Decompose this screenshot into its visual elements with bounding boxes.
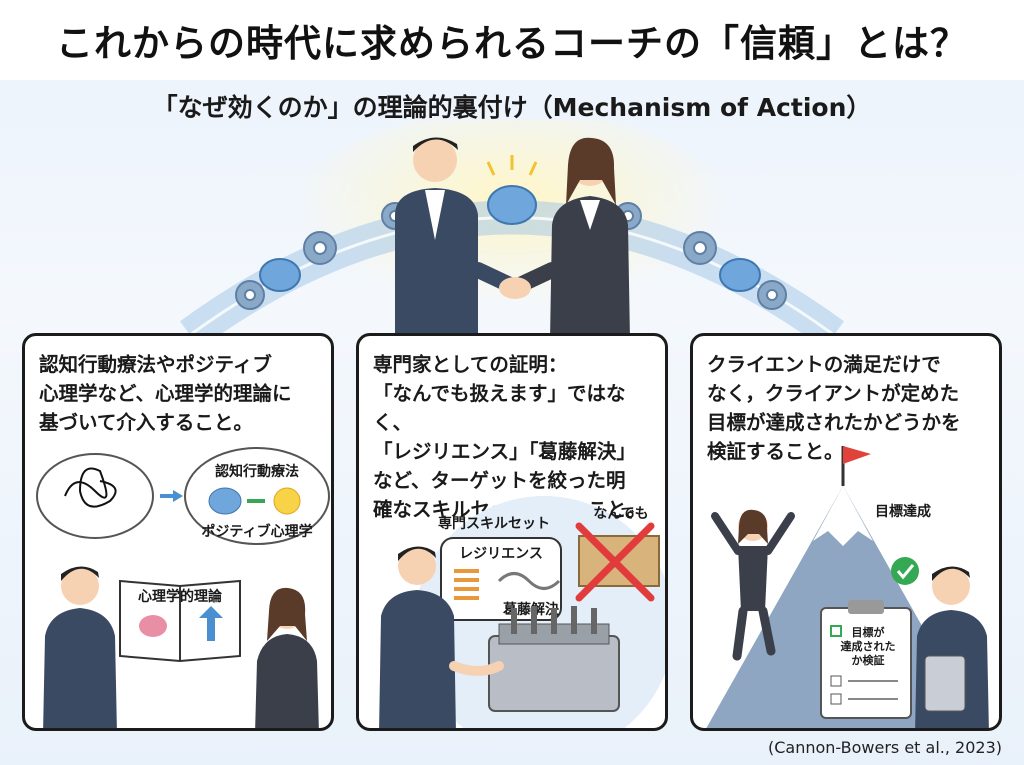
skillset-label: 専門スキルセット: [438, 515, 550, 532]
handshake: [470, 262, 560, 299]
brain-icon: [139, 615, 167, 637]
goal-label: 目標達成: [875, 503, 931, 520]
anything-label: なんでも: [593, 506, 648, 522]
panel-expertise-illustration: 専門スキルセット レジリエンス 葛藤解決 なんでも: [379, 496, 665, 728]
thought-bubble-tangled: [36, 453, 154, 539]
brain-icon: [259, 185, 761, 292]
panel-theory-illustration: 認知行動療法 ポジティブ心理学 心理学的理論: [36, 447, 330, 728]
tangle-icon: [64, 467, 117, 508]
arrow-up-icon: [199, 606, 223, 641]
panel-verification-text: クライエントの満足だけで なく，クライアントが定めた 目標が達成されたかどうかを…: [707, 353, 961, 463]
clipboard-line-1: 目標が: [852, 625, 885, 639]
panel-verification-illustration: 目標達成 目標が 達成された か検証: [706, 446, 989, 728]
page-title: これからの時代に求められるコーチの「信頼」とは？: [56, 22, 968, 65]
sparkle-icon: [486, 155, 538, 176]
panel-theory-text: 認知行動療法やポジティブ 心理学など、心理学的理論に 基づいて介入すること。: [39, 353, 292, 434]
toolbox-icon: [488, 635, 620, 712]
flag-icon: [843, 446, 871, 464]
thought-top-label: 認知行動療法: [215, 463, 299, 480]
coach-figure: [932, 567, 970, 605]
tools-icon: [511, 606, 597, 634]
panel-expertise: 専門家としての証明： 「なんでも扱えます」ではなく、 「レジリエンス」「葛藤解決…: [356, 333, 668, 731]
thought-bottom-label: ポジティブ心理学: [201, 523, 312, 540]
tablet-icon: [924, 655, 966, 712]
thought-bubble-methods: [184, 447, 330, 545]
clipboard-line-2: 達成された: [841, 639, 896, 653]
businessman-figure: [395, 137, 478, 340]
cross-icon: [575, 522, 655, 602]
chain-icon: [497, 572, 561, 590]
hero-illustration: [179, 120, 845, 340]
panel-verification: クライエントの満足だけで なく，クライアントが定めた 目標が達成されたかどうかを…: [690, 333, 1002, 731]
book-label: 心理学的理論: [138, 588, 223, 605]
title-bar: これからの時代に求められるコーチの「信頼」とは？: [0, 0, 1024, 80]
smile-icon: [273, 487, 301, 515]
businesswoman-figure: [550, 137, 630, 340]
coach-figure: [398, 547, 436, 585]
spring-icon: [454, 569, 479, 600]
subtitle: 「なぜ効くのか」の理論的裏付け（Mechanism of Action）: [152, 93, 872, 122]
coach-figure: [61, 567, 99, 605]
clipboard-line-3: か検証: [852, 653, 885, 667]
panel-theory: 認知行動療法やポジティブ 心理学など、心理学的理論に 基づいて介入すること。 認…: [22, 333, 334, 731]
brain-icon: [208, 487, 242, 515]
check-icon: [891, 557, 919, 585]
resilience-label: レジリエンス: [459, 546, 543, 562]
citation: (Cannon-Bowers et al., 2023): [768, 738, 1002, 757]
